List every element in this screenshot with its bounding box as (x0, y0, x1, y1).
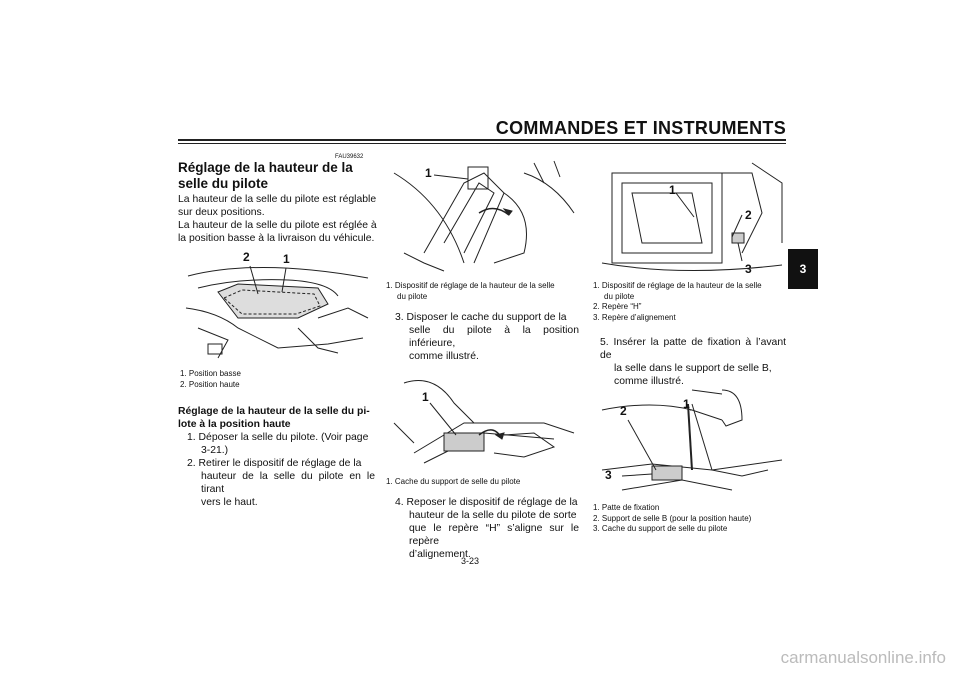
header-rule (178, 139, 786, 141)
callout-1: 1 (283, 252, 290, 266)
intro-line: sur deux positions. (178, 207, 265, 218)
intro-line: la position basse à la livraison du véhi… (178, 233, 375, 244)
caption-line: 1. Dispositif de réglage de la hauteur d… (386, 281, 555, 290)
step-line: 2. Retirer le dispositif de réglage de l… (187, 458, 362, 469)
subheading-line: Réglage de la hauteur de la selle du pi- (178, 406, 370, 417)
figure-caption: 1. Dispositif de réglage de la hauteur d… (593, 281, 789, 323)
step-line: hauteur de la selle du pilote de sorte (409, 510, 577, 521)
figure-seat-positions (185, 265, 369, 359)
step-line: comme illustré. (409, 351, 479, 362)
step-line: d’alignement. (409, 549, 471, 560)
step-line: 3-21.) (201, 445, 229, 456)
step-4: 4. Reposer le dispositif de réglage de l… (395, 496, 579, 561)
figure-caption: 1. Dispositif de réglage de la hauteur d… (386, 281, 582, 302)
callout-1: 1 (425, 166, 432, 180)
subheading-line: lote à la position haute (178, 419, 291, 430)
figure-seat-support-cover (393, 380, 575, 464)
step-1: 1. Déposer la selle du pilote. (Voir pag… (187, 431, 375, 457)
callout-1: 1 (669, 183, 676, 197)
caption-line: du pilote (397, 291, 428, 301)
subheading: Réglage de la hauteur de la selle du pi-… (178, 405, 370, 431)
caption-line: du pilote (604, 291, 635, 301)
figure-caption: 1. Patte de fixation 2. Support de selle… (593, 503, 751, 535)
step-line: comme illustré. (614, 376, 684, 387)
step-line: 4. Reposer le dispositif de réglage de l… (395, 497, 578, 508)
step-line: vers le haut. (201, 497, 258, 508)
figure-caption: 1. Position basse 2. Position haute (180, 369, 241, 390)
step-line: que le repère “H” s’aligne sur le repère (409, 523, 579, 547)
chapter-tab: 3 (788, 249, 818, 289)
caption-line: 2. Repère “H” (593, 302, 642, 311)
step-line: 1. Déposer la selle du pilote. (Voir pag… (187, 432, 369, 443)
step-line: 5. Insérer la patte de fixation à l’avan… (600, 337, 786, 361)
caption-line: 1. Patte de fixation (593, 503, 660, 512)
watermark: carmanualsonline.info (780, 648, 946, 667)
step-2: 2. Retirer le dispositif de réglage de l… (187, 457, 375, 509)
header-rule-thin (178, 143, 786, 144)
callout-3: 3 (605, 468, 612, 482)
callout-2: 2 (620, 404, 627, 418)
figure-seat-height-adjuster (393, 160, 575, 272)
figure-fixing-tab (601, 389, 783, 491)
callout-2: 2 (745, 208, 752, 222)
callout-1: 1 (422, 390, 429, 404)
intro-line: La hauteur de la selle du pilote est rég… (178, 194, 377, 205)
section-code: FAU39632 (335, 154, 364, 160)
step-line: hauteur de la selle du pilote en le tira… (201, 471, 375, 495)
intro-line: La hauteur de la selle du pilote est rég… (178, 220, 377, 231)
figure-caption: 1. Cache du support de selle du pilote (386, 477, 521, 486)
step-line: 3. Disposer le cache du support de la (395, 312, 567, 323)
page-header-title: COMMANDES ET INSTRUMENTS (495, 118, 786, 138)
callout-2: 2 (243, 250, 250, 264)
callout-1: 1 (683, 397, 690, 411)
caption-line: 1. Position basse (180, 369, 241, 378)
step-3: 3. Disposer le cache du support de la se… (395, 311, 579, 363)
intro-paragraph: La hauteur de la selle du pilote est rég… (178, 193, 377, 245)
caption-line: 1. Dispositif de réglage de la hauteur d… (593, 281, 762, 290)
caption-line: 3. Repère d’alignement (593, 312, 676, 322)
caption-line: 2. Position haute (180, 379, 240, 389)
callout-3: 3 (745, 262, 752, 276)
section-title: Réglage de la hauteur de la selle du pil… (178, 160, 353, 191)
caption-line: 2. Support de selle B (pour la position … (593, 513, 752, 523)
step-line: la selle dans le support de selle B, (614, 363, 772, 374)
step-5: 5. Insérer la patte de fixation à l’avan… (600, 336, 786, 388)
step-line: selle du pilote à la position inférieure… (409, 325, 579, 349)
page-number: 3-23 (461, 556, 480, 566)
caption-line: 3. Cache du support de selle du pilote (593, 524, 728, 533)
figure-alignment-marks (601, 162, 783, 272)
